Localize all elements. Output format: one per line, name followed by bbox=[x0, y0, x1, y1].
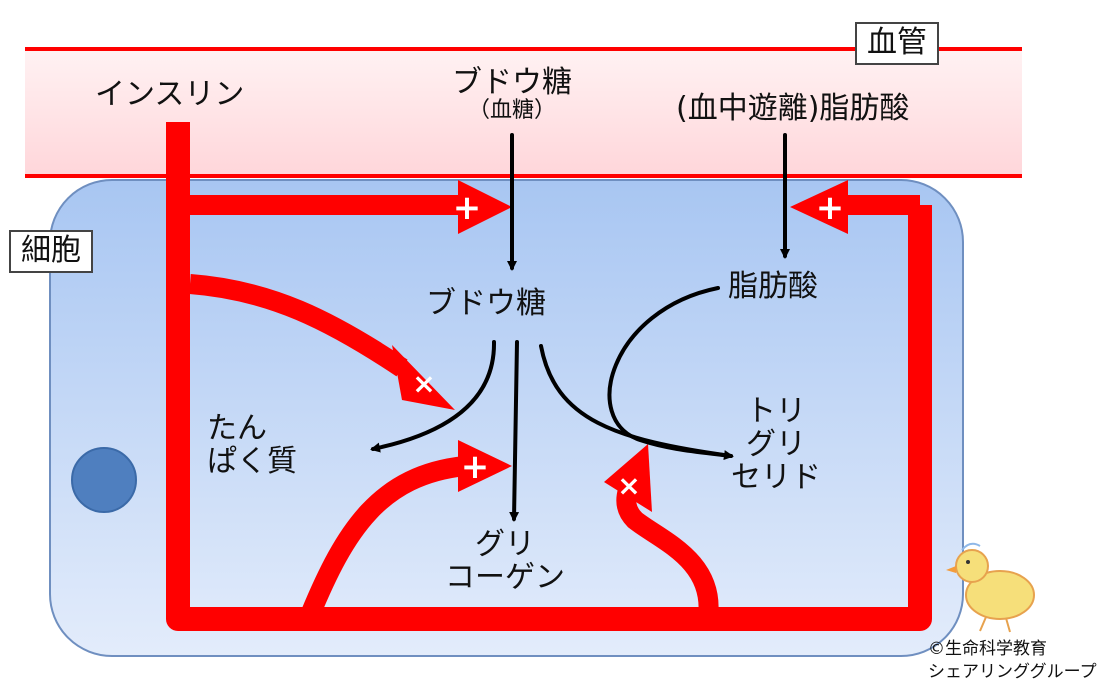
signal-to-triglyceride bbox=[616, 487, 719, 619]
credit-line1: ©生命科学教育 bbox=[928, 639, 1047, 659]
arrow-glucose-to-glycogen bbox=[509, 340, 520, 522]
effect-symbols: + × + × + bbox=[412, 188, 844, 502]
chick-illustration bbox=[946, 542, 1035, 633]
effect-fatty-acid-uptake: + bbox=[816, 188, 845, 228]
glucose-blood-block: ブドウ糖 （血糖） bbox=[432, 66, 592, 123]
effect-glycogen-synthesis: + bbox=[461, 447, 490, 487]
signal-arrowheads bbox=[392, 180, 848, 512]
glycogen-label: グリ コーゲン bbox=[420, 528, 590, 594]
insulin-label: インスリン bbox=[95, 77, 245, 112]
insulin-signal-network bbox=[166, 122, 932, 631]
protein-label: たん ぱく質 bbox=[207, 412, 297, 478]
glucose-blood-sublabel: （血糖） bbox=[467, 98, 556, 123]
insulin-trunk bbox=[166, 122, 932, 631]
copyright-credit: ©生命科学教育 シェアリンググループ bbox=[928, 638, 1097, 684]
arrowhead-triglyceride bbox=[604, 444, 652, 512]
arrowhead-protein bbox=[392, 345, 455, 410]
arrow-fatty-acid-to-triglyceride bbox=[607, 286, 733, 458]
arrowhead-glucose-uptake bbox=[458, 180, 512, 234]
fatty-acid-cell-label: 脂肪酸 bbox=[728, 269, 818, 304]
metabolic-arrows bbox=[370, 133, 790, 522]
triglyceride-label-line3: セリド bbox=[731, 460, 821, 495]
glycogen-label-line1: グリ bbox=[475, 527, 535, 562]
signal-to-glycogen bbox=[300, 456, 467, 619]
effect-protein-breakdown: × bbox=[412, 367, 435, 400]
credit-line2: シェアリンググループ bbox=[928, 661, 1097, 682]
glucose-blood-label: ブドウ糖 bbox=[452, 65, 572, 100]
glycogen-label-line2: コーゲン bbox=[445, 560, 565, 595]
arrowhead-glycogen bbox=[458, 440, 512, 492]
triglyceride-label: トリ グリ セリド bbox=[716, 395, 836, 494]
triglyceride-label-line2: グリ bbox=[746, 427, 806, 462]
protein-label-line2: ぱく質 bbox=[207, 444, 297, 479]
triglyceride-label-line1: トリ bbox=[746, 394, 806, 429]
arrowhead-fatty-acid-uptake bbox=[790, 180, 848, 234]
blood-vessel-band bbox=[25, 49, 1022, 176]
effect-glucose-uptake: + bbox=[453, 188, 482, 228]
protein-label-line1: たん bbox=[207, 411, 267, 446]
effect-triglyceride-synthesis: × bbox=[617, 469, 640, 502]
signal-to-protein bbox=[189, 274, 408, 377]
glucose-cell-label: ブドウ糖 bbox=[426, 286, 546, 321]
blood-vessel-label: 血管 bbox=[855, 22, 939, 65]
cell-nucleus bbox=[71, 447, 137, 513]
cell-label: 細胞 bbox=[9, 230, 93, 273]
free-fatty-acid-label: (血中遊離)脂肪酸 bbox=[676, 91, 910, 126]
arrow-glucose-to-protein bbox=[370, 340, 497, 453]
